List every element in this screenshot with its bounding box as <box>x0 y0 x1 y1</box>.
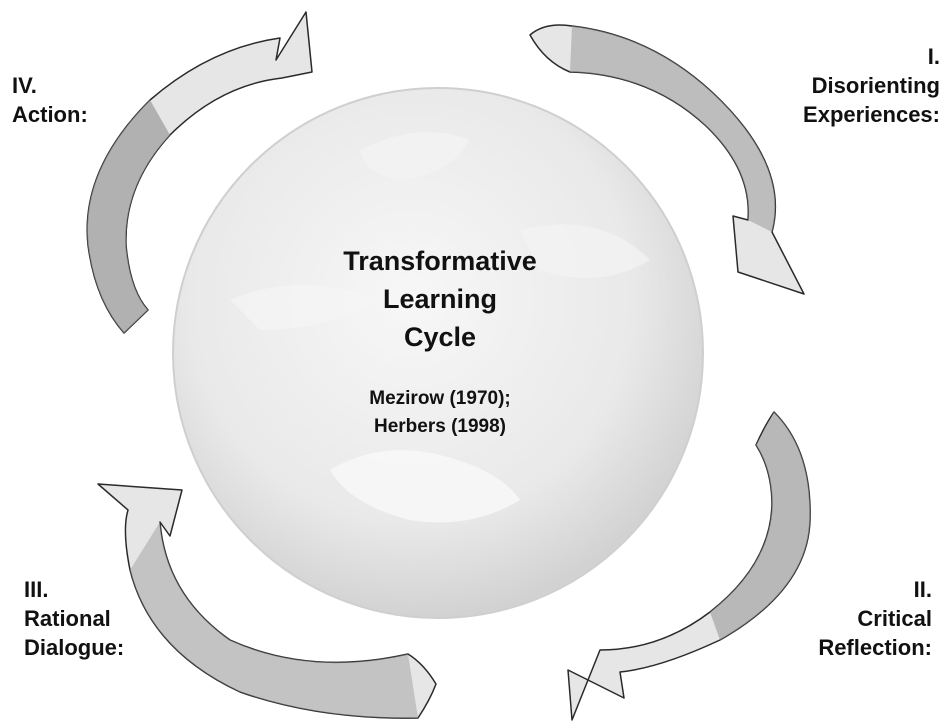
stage-one-line-1: Disorienting <box>811 73 940 98</box>
cycle-title-line-1: Transformative <box>343 246 537 276</box>
arrow-action-to-disorienting <box>86 11 313 334</box>
stage-three-line-1: Rational <box>24 606 111 631</box>
stage-one-numeral: I. <box>927 44 940 69</box>
stage-four-line-1: Action: <box>12 102 88 127</box>
stage-one-label: I. Disorienting Experiences: <box>803 42 940 129</box>
stage-three-numeral: III. <box>24 577 49 602</box>
stage-two-numeral: II. <box>913 577 932 602</box>
arrow-dialogue-to-action <box>97 483 437 719</box>
cycle-citation: Mezirow (1970); Herbers (1998) <box>290 385 590 441</box>
cycle-title-line-3: Cycle <box>403 322 477 352</box>
stage-one-line-2: Experiences: <box>803 102 940 127</box>
globe-continent <box>330 450 520 523</box>
stage-three-line-2: Dialogue: <box>24 635 125 660</box>
globe-cloud-band <box>360 132 470 180</box>
globe-cloud-band <box>520 224 650 278</box>
cycle-title-line-2: Learning <box>382 284 497 314</box>
citation-line-2: Herbers (1998) <box>373 416 507 437</box>
stage-two-label: II. Critical Reflection: <box>818 575 932 662</box>
stage-four-numeral: IV. <box>12 73 37 98</box>
stage-four-label: IV. Action: <box>12 71 88 129</box>
globe <box>172 87 704 619</box>
cycle-title: Transformative Learning Cycle <box>290 242 590 356</box>
arrow-reflection-to-dialogue <box>567 411 811 721</box>
arrow-disorienting-to-reflection <box>529 24 805 295</box>
globe-disc <box>172 87 704 619</box>
citation-line-1: Mezirow (1970); <box>369 388 511 409</box>
globe-cloud-band <box>230 285 380 330</box>
stage-two-line-2: Reflection: <box>818 635 932 660</box>
stage-two-line-1: Critical <box>857 606 932 631</box>
stage-three-label: III. Rational Dialogue: <box>24 575 124 662</box>
